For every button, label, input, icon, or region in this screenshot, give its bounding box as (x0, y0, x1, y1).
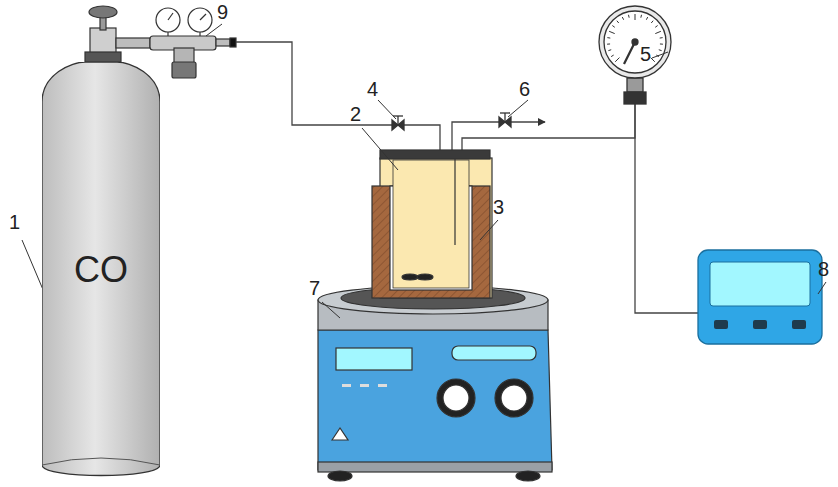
gauge-tick (640, 15, 642, 18)
gauge-tick (646, 17, 647, 20)
gauge-tick (612, 26, 614, 28)
callout-number: 5 (640, 44, 651, 64)
gauge-tick (655, 31, 661, 33)
callout-number: 2 (350, 104, 361, 124)
gauge-tick (628, 15, 630, 18)
callout-number: 6 (519, 79, 530, 99)
inlet-valve (392, 116, 404, 130)
callout-number: 9 (217, 2, 228, 22)
gauge-tick (635, 14, 636, 20)
gas-cylinder: CO (42, 62, 160, 477)
gauge-tick (608, 49, 611, 51)
cylinder-body (42, 62, 160, 476)
gauge-tick (607, 43, 610, 44)
gauge-tick (615, 58, 619, 62)
pressure-gauge (599, 6, 671, 104)
gauge-tick (617, 21, 619, 23)
gauge-tick (651, 21, 653, 23)
reactor (372, 150, 492, 298)
gauge-tick (622, 17, 623, 20)
callout-number: 8 (818, 259, 829, 279)
callout-number: 7 (309, 278, 320, 298)
gauge-tick (660, 43, 663, 44)
gauge-tick (655, 26, 657, 28)
gauge-tick (607, 37, 610, 38)
data-logger (698, 250, 822, 344)
magnetic-stirrer (318, 286, 552, 481)
callout-number: 4 (367, 79, 378, 99)
cylinder-valve (85, 6, 150, 62)
cylinder-base (42, 458, 160, 465)
callout-number: 1 (9, 212, 20, 232)
outlet-valve (499, 113, 511, 127)
gauge-tick (611, 55, 614, 57)
gas-label: CO (42, 249, 160, 291)
gauge-tick (660, 37, 663, 38)
gauge-tick (659, 49, 662, 51)
gas-line (236, 42, 440, 151)
callout-number: 3 (493, 197, 504, 217)
gauge-tick (609, 31, 615, 33)
pressure-line (462, 104, 698, 313)
